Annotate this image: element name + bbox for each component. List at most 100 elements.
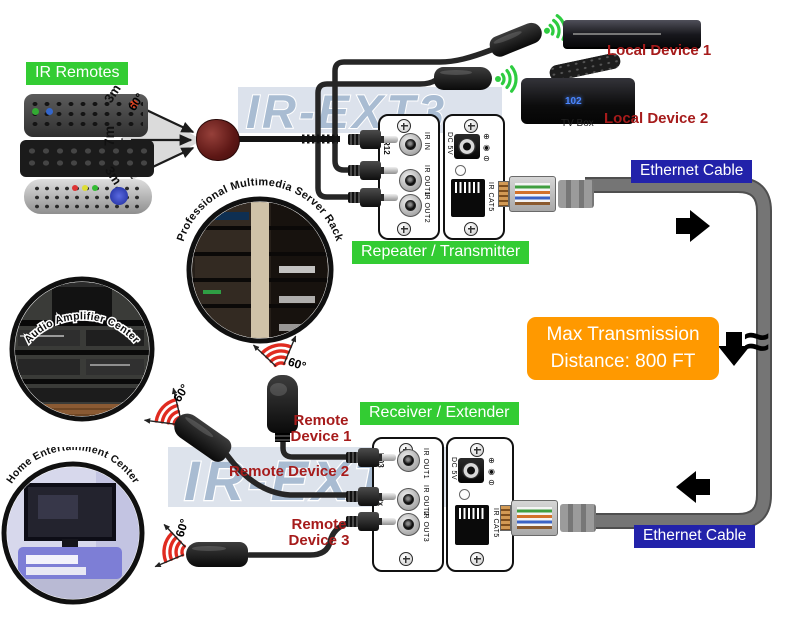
remote3-plug [346,512,396,531]
remote1-cable [280,436,351,460]
plug-body [358,487,379,506]
screw-icon [399,552,413,566]
receiver-ir-out2-jack [397,488,420,511]
plug-tip [379,454,396,461]
receiver-cat5-label: IR CAT5 [492,508,499,538]
remote3-nav-circle [110,187,128,205]
rj45-body [509,176,556,212]
receiver-extender-label: Receiver / Extender [360,402,519,425]
remote1-green-button [32,108,39,115]
ir-in-plug [348,130,398,149]
polarity-minus-icon: ⊖ [488,478,495,487]
receiver-rj45-port [455,505,489,545]
remote-ir-emitter-1 [267,375,298,433]
max-distance-line1: Max Transmission [546,324,700,345]
receiver-ir-out1-label: IR OUT1 [422,448,429,480]
plug-body [360,188,381,207]
plug-boot [346,452,359,463]
plug-tip [381,194,398,201]
screw-icon [397,119,411,133]
flow-arrow-down [718,332,750,366]
transmitter-ir-out1-label: IR OUT1 [423,165,430,197]
receiver-ir-out3-label: IR OUT3 [422,511,429,543]
home-ent-circle: Home Entertainment Center [1,447,145,605]
remote-device-1-label: Remote Device 1 [288,413,354,445]
remote-device-1-line1: Remote [293,412,349,429]
remote-device-3-label: Remote Device 3 [286,517,352,549]
receiver-power-panel: DC 5V ⊕ ◉ ⊖ IR CAT5 [446,437,514,572]
receiver-panel-fragment-2: tx [376,499,385,507]
ethernet-cable [585,179,770,527]
remote-device-3-line2: Device 3 [288,531,350,549]
tv-box-caption: TV Box [561,118,594,129]
remote-device-2-label: Remote Device 2 [229,463,350,480]
ir-out2-plug [348,188,398,207]
receiver-dc5v-label: DC 5V [450,457,457,481]
ir-receiver-eye [196,119,240,161]
plug-body [360,161,381,180]
polarity-pin-icon: ◉ [488,467,495,476]
plug-tip [379,518,396,525]
flow-arrow-left [676,471,710,503]
receiver-dc-jack [458,458,484,483]
screw-icon [470,443,484,457]
ethernet-cable-label-bottom: Ethernet Cable [634,525,756,548]
remote-ir-emitter-3 [186,542,248,567]
plug-boot [346,491,359,502]
transmitter-ir-out2-label: IR OUT2 [423,192,430,224]
rj45-boot [560,504,596,532]
remote3-yellow-button [82,185,88,191]
ir-remote-2 [20,140,154,177]
plug-tip [381,136,398,143]
ir-remotes-label: IR Remotes [26,62,129,85]
receiver-led [459,489,470,500]
range-7m-label: 7m [101,125,118,147]
ethernet-cable-label-top: Ethernet Cable [631,160,753,183]
plug-boot [348,192,361,203]
remote-device-1-line2: Device 1 [290,427,352,445]
ir-cables [224,47,494,558]
home-ent-photo [7,467,139,599]
red-fan-3 [154,524,187,568]
screw-icon [464,222,478,236]
red-fan-1 [253,335,297,368]
transmitter-cat5-label: IR CAT5 [487,182,494,212]
receiver-ir-out2-label: IR OUT2 [422,485,429,517]
transmitter-ir-out2-jack [399,194,422,217]
remote3-cable [246,520,351,558]
transmitter-dc-jack [454,134,480,159]
transmitter-led [455,165,466,176]
polarity-icons: ⊕ ◉ ⊖ [488,455,495,488]
ethernet-connector-top [498,176,594,212]
polarity-pin-icon: ◉ [483,143,490,152]
remote1-blue-button [46,108,53,115]
remote1-plug [346,448,396,467]
transmitter-dc5v-label: DC 5V [446,132,453,156]
remote-ir-emitter-1-neck [275,433,290,442]
max-distance-line2: Distance: 800 FT [550,350,696,372]
remote3-red-button [72,185,78,191]
local-device-2-tvbox: 102 [521,78,635,124]
transmitter-ir-out1-jack [399,169,422,192]
tvbox-display: 102 [565,96,582,107]
rj45-body [511,500,558,536]
emitter2-cable [315,77,439,200]
local-device-1-label: Local Device 1 [607,42,712,59]
plug-boot [348,165,361,176]
ethernet-connector-bottom [500,500,596,536]
remote-device-3-line1: Remote [291,516,347,533]
rj45-boot [558,180,594,208]
polarity-plus-icon: ⊕ [483,132,490,141]
flow-arrows [676,210,750,503]
receiver-ir-out1-jack [397,449,420,472]
emitter1-cable [332,47,494,173]
screw-icon [397,222,411,236]
flow-arrow-right [676,210,710,242]
plug-body [358,448,379,467]
ir-remote-3 [24,179,152,214]
remote2-plug [346,487,396,506]
local-device-1-player [563,20,701,49]
rj45-contacts [500,505,511,531]
